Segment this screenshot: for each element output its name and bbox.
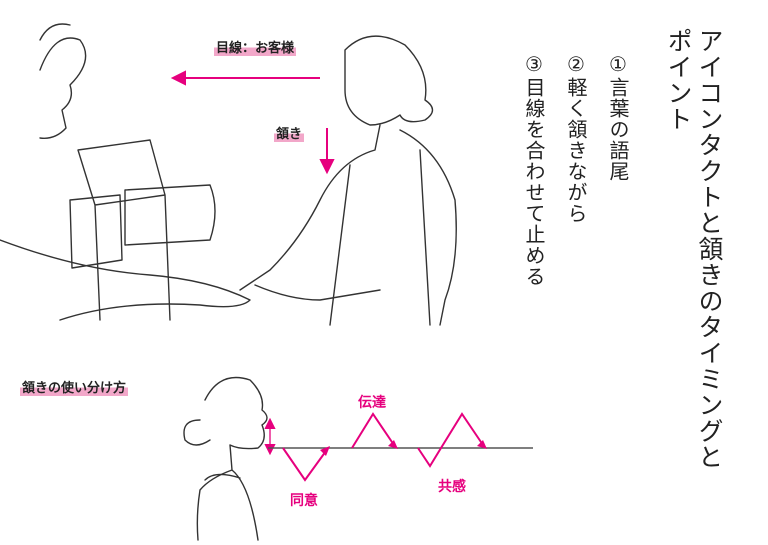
clerk-body <box>239 124 457 326</box>
agree-wave <box>282 447 327 482</box>
convey-wave <box>351 412 395 449</box>
gaze-arrow-head <box>170 70 186 86</box>
customer-arm <box>0 239 251 321</box>
convey-label: 伝達 <box>358 395 386 411</box>
agree-label: 同意 <box>290 493 318 509</box>
point-item-1: ①言葉の語尾 <box>606 52 630 182</box>
nod-types-heading: 頷きの使い分け方 <box>20 377 129 396</box>
page-title-line2: ポイント <box>664 28 693 132</box>
empathy-wave <box>417 412 484 468</box>
point-item-2: ②軽く頷きながら <box>564 52 588 224</box>
clerk-profile <box>196 376 268 541</box>
cash-register <box>69 139 216 321</box>
page-title: アイコンタクトと頷きのタイミングと <box>695 28 724 470</box>
empathy-label: 共感 <box>438 479 466 495</box>
nod-arrow-head <box>319 159 335 175</box>
gaze-label: 目線：お客様 <box>214 37 297 56</box>
clerk-head <box>344 35 434 126</box>
point-item-3: ③目線を合わせて止める <box>522 52 546 287</box>
customer-head <box>39 37 87 139</box>
nod-label: 頷き <box>274 123 305 142</box>
